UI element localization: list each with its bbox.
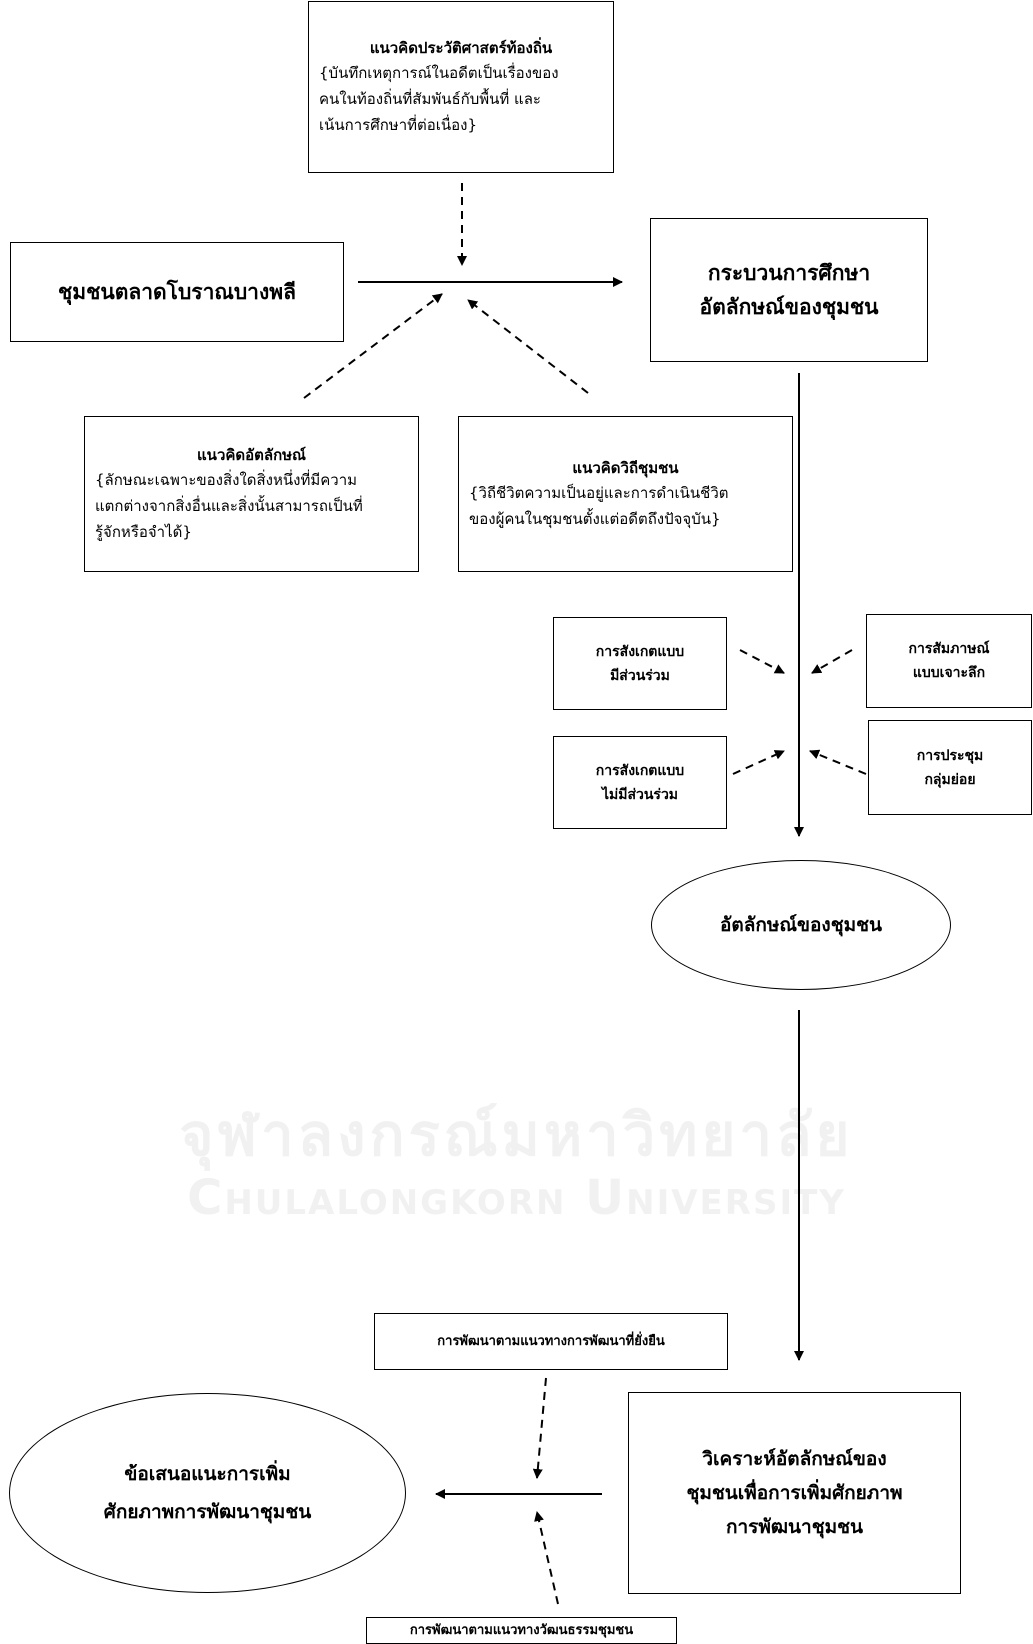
history-concept-line-2: คนในท้องถิ่นที่สัมพันธ์กับพื้นที่ และ <box>319 90 541 108</box>
arrow-identity-to-flow <box>303 293 443 399</box>
cultural-development-box: การพัฒนาตามแนวทางวัฒนธรรมชุมชน <box>366 1617 677 1644</box>
community-label: ชุมชนตลาดโบราณบางพลี <box>58 280 296 304</box>
study-process-box: กระบวนการศึกษา อัตลักษณ์ของชุมชน <box>650 218 928 362</box>
arrow-lifestyle-to-flow <box>467 299 589 394</box>
participant-observation-line-2: มีส่วนร่วม <box>610 667 670 684</box>
sustainable-development-label: การพัฒนาตามแนวทางการพัฒนาที่ยั่งยืน <box>437 1333 665 1349</box>
lifestyle-concept-box: แนวคิดวิถีชุมชน {วิถีชีวิตความเป็นอยู่แล… <box>458 416 793 572</box>
arrow-focus-group <box>809 749 867 775</box>
identity-concept-title: แนวคิดอัตลักษณ์ <box>197 446 306 464</box>
study-process-line-1: กระบวนการศึกษา <box>707 261 871 285</box>
community-identity-ellipse: อัตลักษณ์ของชุมชน <box>651 860 951 990</box>
arrow-sustainable-to-flow <box>532 1377 547 1479</box>
arrow-cultural-to-flow <box>534 1511 559 1605</box>
non-participant-observation-line-1: การสังเกตแบบ <box>595 762 685 779</box>
history-concept-line-3: เน้นการศึกษาที่ต่อเนื่อง} <box>319 116 478 134</box>
focus-group-line-1: การประชุม <box>916 747 984 764</box>
identity-concept-box: แนวคิดอัตลักษณ์ {ลักษณะเฉพาะของสิ่งใดสิ่… <box>84 416 419 572</box>
lifestyle-concept-line-2: ของผู้คนในชุมชนตั้งแต่อดีตถึงปัจจุบัน} <box>469 510 721 528</box>
non-participant-observation-line-2: ไม่มีส่วนร่วม <box>601 786 679 803</box>
history-concept-title: แนวคิดประวัติศาสตร์ท้องถิ่น <box>369 39 553 57</box>
community-box: ชุมชนตลาดโบราณบางพลี <box>10 242 344 342</box>
in-depth-interview-line-2: แบบเจาะลึก <box>912 665 986 681</box>
analysis-box: วิเคราะห์อัตลักษณ์ของ ชุมชนเพื่อการเพิ่ม… <box>628 1392 961 1594</box>
community-identity-label: อัตลักษณ์ของชุมชน <box>719 914 883 936</box>
cultural-development-label: การพัฒนาตามแนวทางวัฒนธรรมชุมชน <box>409 1622 634 1638</box>
lifestyle-concept-title: แนวคิดวิถีชุมชน <box>572 459 679 477</box>
participant-observation-line-1: การสังเกตแบบ <box>595 643 685 660</box>
history-concept-box: แนวคิดประวัติศาสตร์ท้องถิ่น {บันทึกเหตุก… <box>308 1 614 173</box>
lifestyle-concept-line-1: {วิถีชีวิตความเป็นอยู่และการดำเนินชีวิต <box>469 484 729 502</box>
analysis-line-3: การพัฒนาชุมชน <box>725 1516 864 1538</box>
analysis-line-2: ชุมชนเพื่อการเพิ่มศักยภาพ <box>686 1482 903 1504</box>
in-depth-interview-line-1: การสัมภาษณ์ <box>908 641 990 657</box>
recommendation-line-2: ศักยภาพการพัฒนาชุมชน <box>103 1501 312 1523</box>
recommendation-line-1: ข้อเสนอแนะการเพิ่ม <box>124 1463 291 1485</box>
identity-concept-line-2: แตกต่างจากสิ่งอื่นและสิ่งนั้นสามารถเป็นท… <box>95 497 363 515</box>
identity-concept-line-3: รู้จักหรือจำได้} <box>95 523 192 541</box>
arrow-participant-obs <box>739 649 785 674</box>
identity-concept-line-1: {ลักษณะเฉพาะของสิ่งใดสิ่งหนึ่งที่มีความ <box>95 471 358 489</box>
watermark-english: Chulalongkorn University <box>187 1170 846 1226</box>
sustainable-development-box: การพัฒนาตามแนวทางการพัฒนาที่ยั่งยืน <box>374 1313 728 1370</box>
arrow-interview <box>811 649 853 674</box>
participant-observation-box: การสังเกตแบบ มีส่วนร่วม <box>553 617 727 710</box>
analysis-line-1: วิเคราะห์อัตลักษณ์ของ <box>702 1448 887 1470</box>
watermark-thai: จุฬาลงกรณ์มหาวิทยาลัย <box>179 1101 854 1169</box>
focus-group-box: การประชุม กลุ่มย่อย <box>868 720 1032 815</box>
recommendation-ellipse: ข้อเสนอแนะการเพิ่ม ศักยภาพการพัฒนาชุมชน <box>9 1393 406 1593</box>
arrow-non-participant-obs <box>732 750 785 775</box>
focus-group-line-2: กลุ่มย่อย <box>924 771 976 788</box>
in-depth-interview-box: การสัมภาษณ์ แบบเจาะลึก <box>866 614 1032 708</box>
study-process-line-2: อัตลักษณ์ของชุมชน <box>699 295 879 319</box>
history-concept-line-1: {บันทึกเหตุการณ์ในอดีตเป็นเรื่องของ <box>319 64 559 82</box>
non-participant-observation-box: การสังเกตแบบ ไม่มีส่วนร่วม <box>553 736 727 829</box>
